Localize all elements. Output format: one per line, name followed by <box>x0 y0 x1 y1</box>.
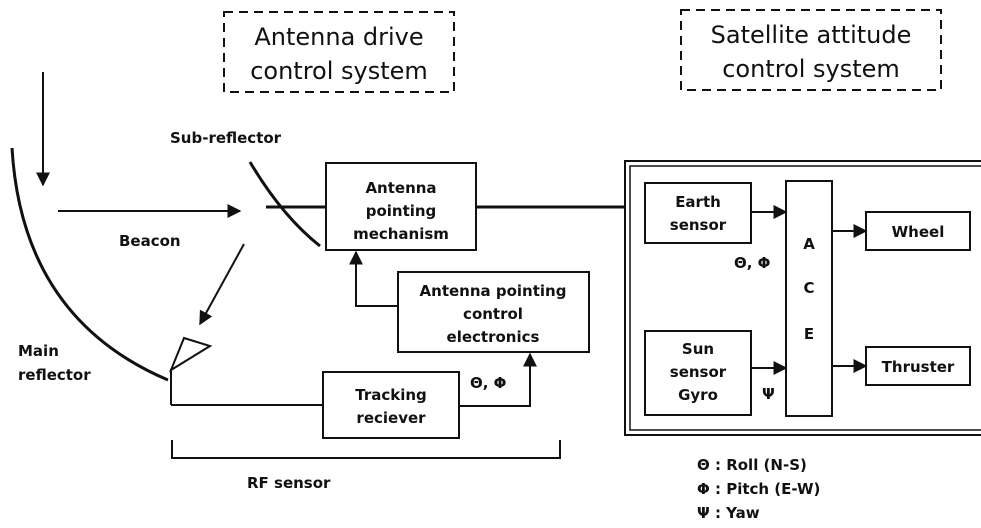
ace-letter-c: C <box>803 279 814 297</box>
ace-letter-a: A <box>803 235 815 253</box>
earth-sensor-box <box>644 182 752 244</box>
legend-roll: Θ : Roll (N-S) <box>697 456 807 474</box>
attitude-system-outer-frame <box>624 160 981 436</box>
satellite-attitude-group-box <box>680 9 942 91</box>
beacon-label: Beacon <box>119 232 181 250</box>
sun-psi-label: Ψ <box>762 385 775 403</box>
sun-sensor-label-line1: Sun <box>682 340 714 358</box>
rf-sensor-bracket <box>171 440 561 459</box>
sub-reflector-curve <box>248 161 321 248</box>
sun-sensor-gyro-box <box>644 330 752 416</box>
sub-reflector-label: Sub-reflector <box>170 129 282 147</box>
earth-sensor-label-line1: Earth <box>675 193 721 211</box>
feed-horn-icon <box>168 336 213 373</box>
legend-pitch: Φ : Pitch (E-W) <box>697 480 820 498</box>
apce-label-line3: electronics <box>447 328 540 346</box>
ace-box <box>785 180 833 417</box>
main-reflector-label-line2: reflector <box>18 366 91 384</box>
earth-theta-phi-label: Θ, Φ <box>734 254 770 272</box>
sun-sensor-label-line2: sensor <box>670 363 727 381</box>
apce-to-apm-arrow <box>349 250 398 307</box>
tracking-to-apce-arrow <box>459 352 537 407</box>
satellite-attitude-title-line1: Satellite attitude <box>711 21 912 49</box>
sun-sensor-label-line3: Gyro <box>678 386 718 404</box>
antenna-pointing-mechanism-box <box>325 162 477 251</box>
antenna-drive-title-line1: Antenna drive <box>254 23 423 51</box>
tracking-receiver-box <box>322 371 460 439</box>
satellite-attitude-title-line2: control system <box>722 55 900 83</box>
ace-letter-e: E <box>804 325 814 343</box>
tracking-label-line2: reciever <box>356 409 426 427</box>
main-reflector-label-line1: Main <box>18 342 59 360</box>
wheel-box <box>865 211 971 251</box>
antenna-drive-title-line2: control system <box>250 57 428 85</box>
apm-label-line1: Antenna <box>365 179 436 197</box>
apce-label-line1: Antenna pointing <box>420 282 567 300</box>
sub-reflector-to-feed-arrow <box>199 243 245 326</box>
apm-label-line2: pointing <box>366 202 437 220</box>
legend-yaw: Ψ : Yaw <box>697 504 760 522</box>
apm-label-line3: mechanism <box>353 225 449 243</box>
wheel-label: Wheel <box>892 223 945 241</box>
thruster-label: Thruster <box>882 358 955 376</box>
attitude-system-inner-frame <box>629 165 981 431</box>
antenna-pointing-control-electronics-box <box>397 271 590 353</box>
antenna-drive-group-box <box>223 11 455 93</box>
rf-sensor-label: RF sensor <box>247 474 331 492</box>
tracking-label-line1: Tracking <box>355 386 427 404</box>
apce-label-line2: control <box>463 305 523 323</box>
tracking-theta-phi-label: Θ, Φ <box>470 374 506 392</box>
main-reflector-curve <box>10 147 169 382</box>
earth-sensor-label-line2: sensor <box>670 216 727 234</box>
